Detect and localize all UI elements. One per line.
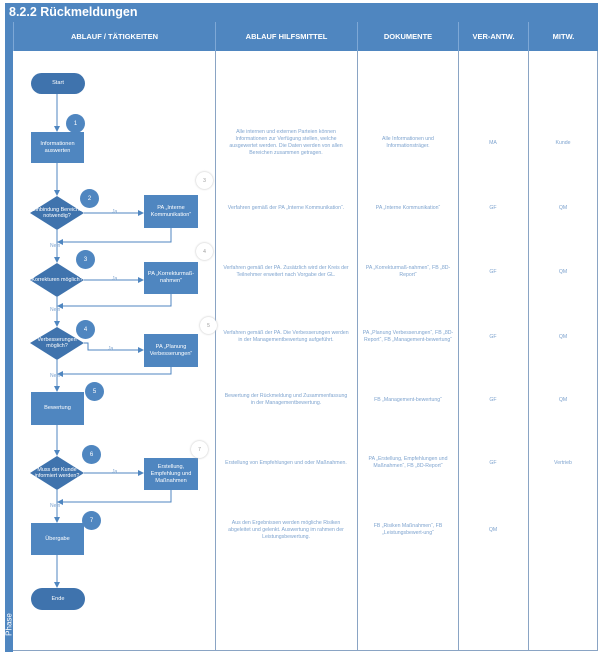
row-dokumente: PA „Erstellung, Empfehlungen und Maßnahm… bbox=[368, 456, 448, 469]
step-number: 6 bbox=[82, 445, 101, 464]
side-box: PA „Korrekturmaß-nahmen“ bbox=[144, 262, 198, 294]
decision-diamond bbox=[30, 456, 84, 490]
step-number: 5 bbox=[85, 382, 104, 401]
reference-number: 4 bbox=[196, 243, 213, 260]
row-hilfsmittel: Aus den Ergebnissen werden mögliche Risi… bbox=[228, 519, 344, 540]
divider bbox=[13, 650, 598, 651]
no-label: Nein bbox=[50, 503, 61, 509]
row-mitw: QM bbox=[558, 268, 568, 275]
row-verantw: GF bbox=[489, 459, 497, 466]
side-box: PA „Interne Kommunikation“ bbox=[144, 195, 198, 228]
yes-label: Ja bbox=[112, 209, 118, 215]
decision-label: Einbindung Bereiche notwendig? bbox=[32, 206, 82, 220]
header-mitw: MITW. bbox=[528, 22, 598, 51]
step-number: 4 bbox=[76, 320, 95, 339]
row-hilfsmittel: Erstellung von Empfehlungen und oder Maß… bbox=[225, 459, 347, 466]
row-verantw: GF bbox=[489, 333, 497, 340]
row-hilfsmittel: Alle internen und externen Parteien könn… bbox=[229, 129, 343, 156]
divider bbox=[597, 51, 598, 651]
divider bbox=[215, 51, 216, 651]
decision-label: Verbesserungen möglich? bbox=[37, 336, 77, 350]
row-hilfsmittel: Verfahren gemäß der PA. Zusätzlich wird … bbox=[223, 265, 349, 278]
yes-label: Ja bbox=[108, 346, 114, 352]
row-mitw: QM bbox=[558, 333, 568, 340]
row-verantw: MA bbox=[489, 139, 497, 146]
no-label: Nein bbox=[50, 373, 61, 379]
header-row bbox=[5, 22, 598, 51]
decision-label: Muss der Kunde informiert werden? bbox=[34, 466, 80, 480]
divider bbox=[528, 51, 529, 651]
decision-diamond bbox=[30, 327, 84, 360]
start-node: Start bbox=[31, 73, 85, 94]
reference-number: 3 bbox=[196, 172, 213, 189]
step-number: 7 bbox=[82, 511, 101, 530]
no-label: Nein bbox=[50, 307, 61, 313]
row-mitw: QM bbox=[558, 396, 568, 403]
step-number: 1 bbox=[66, 114, 85, 133]
header-dokumente: DOKUMENTE bbox=[357, 22, 458, 51]
decision-diamond bbox=[30, 263, 84, 297]
reference-number: 5 bbox=[200, 317, 217, 334]
step-number: 2 bbox=[80, 189, 99, 208]
phase-bar bbox=[5, 22, 13, 652]
row-verantw: GF bbox=[489, 204, 497, 211]
side-box: Erstellung, Empfehlung und Maßnahmen bbox=[144, 458, 198, 490]
row-hilfsmittel: Verfahren gemäß der PA. Die Verbesserung… bbox=[223, 330, 349, 343]
divider bbox=[357, 51, 358, 651]
step-bewertung: Bewertung bbox=[31, 392, 84, 425]
row-dokumente: FB „Risiken Maßnahmen“, FB „Leistungsbew… bbox=[373, 523, 443, 536]
end-node: Ende bbox=[31, 588, 85, 610]
side-box: PA „Planung Verbesserungen“ bbox=[144, 334, 198, 367]
row-verantw: GF bbox=[489, 396, 497, 403]
row-hilfsmittel: Verfahren gemäß der PA „Interne Kommunik… bbox=[227, 204, 345, 211]
row-mitw: Vertrieb bbox=[554, 459, 572, 466]
row-mitw: QM bbox=[558, 204, 568, 211]
step-informationen: Informationen auswerten bbox=[31, 132, 84, 163]
row-dokumente: PA „Planung Verbesserungen“, FB „8D-Repo… bbox=[362, 330, 454, 343]
row-hilfsmittel: Bewertung der Rückmeldung und Zusammenfa… bbox=[224, 393, 348, 406]
step-number: 3 bbox=[76, 250, 95, 269]
header-verantw: VER-ANTW. bbox=[458, 22, 528, 51]
row-mitw bbox=[530, 510, 596, 550]
page-title: 8.2.2 Rückmeldungen bbox=[5, 3, 598, 22]
row-mitw: Kunde bbox=[555, 139, 571, 146]
row-dokumente: Alle Informationen und Informationsträge… bbox=[382, 136, 434, 149]
divider bbox=[458, 51, 459, 651]
decision-diamond bbox=[30, 196, 84, 230]
yes-label: Ja bbox=[112, 469, 118, 475]
reference-number: 7 bbox=[191, 441, 208, 458]
decision-label: Korrekturen möglich? bbox=[31, 276, 83, 283]
row-verantw: QM bbox=[488, 526, 498, 533]
row-dokumente: FB „Management-bewertung“ bbox=[374, 396, 442, 403]
row-dokumente: PA „Korrekturmaß-nahmen“, FB „8D-Report“ bbox=[365, 265, 451, 278]
header-ablauf: ABLAUF / TÄTIGKEITEN bbox=[13, 22, 215, 51]
yes-label: Ja bbox=[112, 276, 118, 282]
no-label: Nein bbox=[50, 243, 61, 249]
header-hilfsmittel: ABLAUF HILFSMITTEL bbox=[215, 22, 357, 51]
row-dokumente: PA „Interne Kommunikation“ bbox=[375, 204, 441, 211]
step-uebergabe: Übergabe bbox=[31, 523, 84, 555]
row-verantw: GF bbox=[489, 268, 497, 275]
